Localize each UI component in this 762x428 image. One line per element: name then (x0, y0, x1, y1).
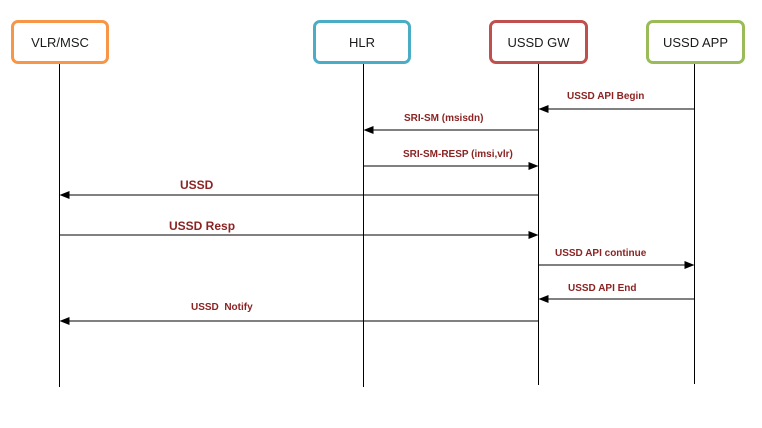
lifeline-app (694, 64, 695, 384)
message-label-api-end: USSD API End (566, 283, 639, 295)
actor-hlr-label: HLR (348, 34, 375, 50)
lifeline-hlr (363, 64, 364, 387)
message-label-ussd: USSD (178, 178, 216, 192)
message-label-sri-sm: SRI-SM (msisdn) (402, 113, 486, 125)
actor-ussd-app: USSD APP (646, 20, 745, 64)
actor-vlr-msc-label: VLR/MSC (31, 34, 89, 50)
lifeline-vlr (59, 64, 60, 387)
actor-ussd-gw-label: USSD GW (507, 34, 570, 50)
actor-ussd-gw: USSD GW (489, 20, 588, 64)
message-label-ussd-notify: USSD Notify (183, 302, 261, 314)
actor-hlr: HLR (313, 20, 411, 64)
message-label-sri-sm-resp: SRI-SM-RESP (imsi,vlr) (401, 149, 515, 161)
lifeline-gw (538, 64, 539, 385)
actor-vlr-msc: VLR/MSC (11, 20, 109, 64)
actor-ussd-app-label: USSD APP (662, 34, 729, 50)
message-label-api-begin: USSD API Begin (565, 91, 647, 103)
message-label-api-continue: USSD API continue (553, 248, 649, 260)
message-label-ussd-resp: USSD Resp (163, 219, 242, 233)
